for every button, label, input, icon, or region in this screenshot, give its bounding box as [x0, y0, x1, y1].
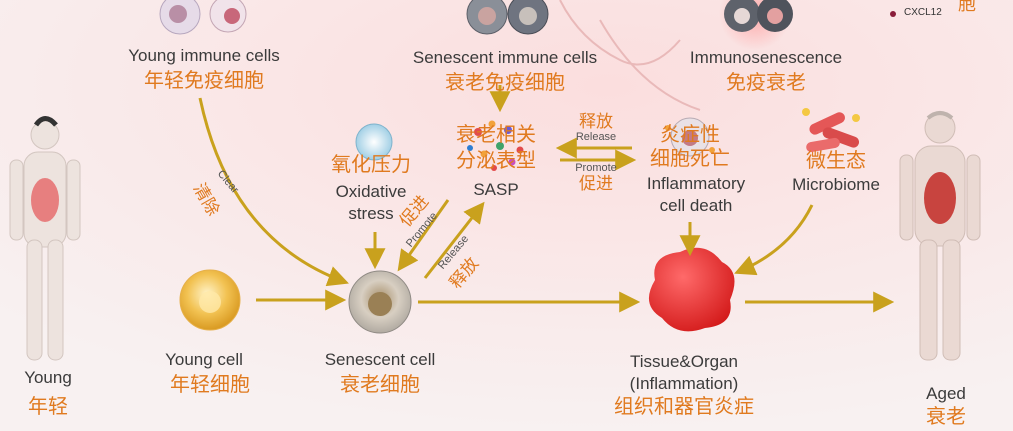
oxidative-zh: 氧化压力 — [331, 154, 411, 176]
aged-person-figure — [899, 112, 981, 361]
senescent-immune-cells-icon — [466, 0, 549, 35]
legend-dot — [890, 11, 896, 17]
arrow-clear — [198, 97, 349, 287]
microbiome-zh: 微生态 — [806, 150, 866, 172]
inflam-death-zh-1: 炎症性 — [660, 124, 720, 146]
young-en: Young — [24, 368, 72, 387]
vessel-decoration — [559, 0, 701, 111]
inflam-death-en-1: Inflammatory — [646, 174, 746, 193]
legend-label-cxcl12: CXCL12 — [904, 7, 942, 18]
senescent-cell-zh: 衰老细胞 — [340, 374, 420, 396]
young-cell-zh: 年轻细胞 — [170, 374, 250, 396]
immunosenescence-en: Immunosenescence — [689, 48, 843, 67]
tissue-organ-icon — [648, 247, 735, 332]
corner-zh-fragment: 胞 — [958, 0, 976, 14]
immunosenescence-zh: 免疫衰老 — [726, 72, 806, 94]
young-immune-cells-icon — [159, 0, 247, 35]
young-cell-en: Young cell — [165, 350, 243, 369]
edge-label-promote-zh-right: 促进 — [579, 174, 613, 193]
oxidative-en-2: stress — [348, 204, 394, 223]
immunosenescence-icon — [719, 0, 793, 50]
aged-zh: 衰老 — [926, 406, 966, 428]
edge-label-release-zh-top: 释放 — [579, 112, 613, 131]
senescent-cell-en: Senescent cell — [324, 350, 436, 369]
tissue-en-2: (Inflammation) — [629, 374, 739, 393]
young-zh: 年轻 — [28, 396, 68, 418]
oxidative-en-1: Oxidative — [335, 182, 407, 201]
microbiome-icon — [802, 108, 860, 153]
arrow-sasp-promote — [397, 199, 450, 272]
sasp-zh-1: 衰老相关 — [456, 124, 536, 146]
senescent-immune-zh: 衰老免疫细胞 — [445, 72, 565, 94]
tissue-en-1: Tissue&Organ — [629, 352, 739, 371]
microbiome-en: Microbiome — [792, 175, 880, 194]
young-immune-zh: 年轻免疫细胞 — [144, 70, 264, 92]
aged-en: Aged — [926, 384, 966, 403]
arrow-senescent-release — [423, 201, 485, 279]
senescent-immune-en: Senescent immune cells — [412, 48, 598, 67]
inflam-death-zh-2: 细胞死亡 — [650, 148, 730, 170]
edge-label-release-en-top: Release — [575, 131, 617, 143]
sasp-particles-icon — [467, 120, 524, 171]
oxidative-stress-icon — [355, 123, 393, 161]
sasp-zh-2: 分泌表型 — [456, 150, 536, 172]
young-immune-en: Young immune cells — [128, 46, 280, 65]
young-person-figure — [9, 120, 81, 361]
edge-label-promote-en-right: Promote — [575, 162, 617, 174]
inflam-death-en-2: cell death — [659, 196, 733, 215]
sasp-en: SASP — [473, 180, 519, 199]
inflammatory-cell-death-icon — [665, 117, 715, 157]
arrow-microbiome-to-tissue — [734, 204, 814, 276]
tissue-zh: 组织和器官炎症 — [614, 396, 754, 418]
